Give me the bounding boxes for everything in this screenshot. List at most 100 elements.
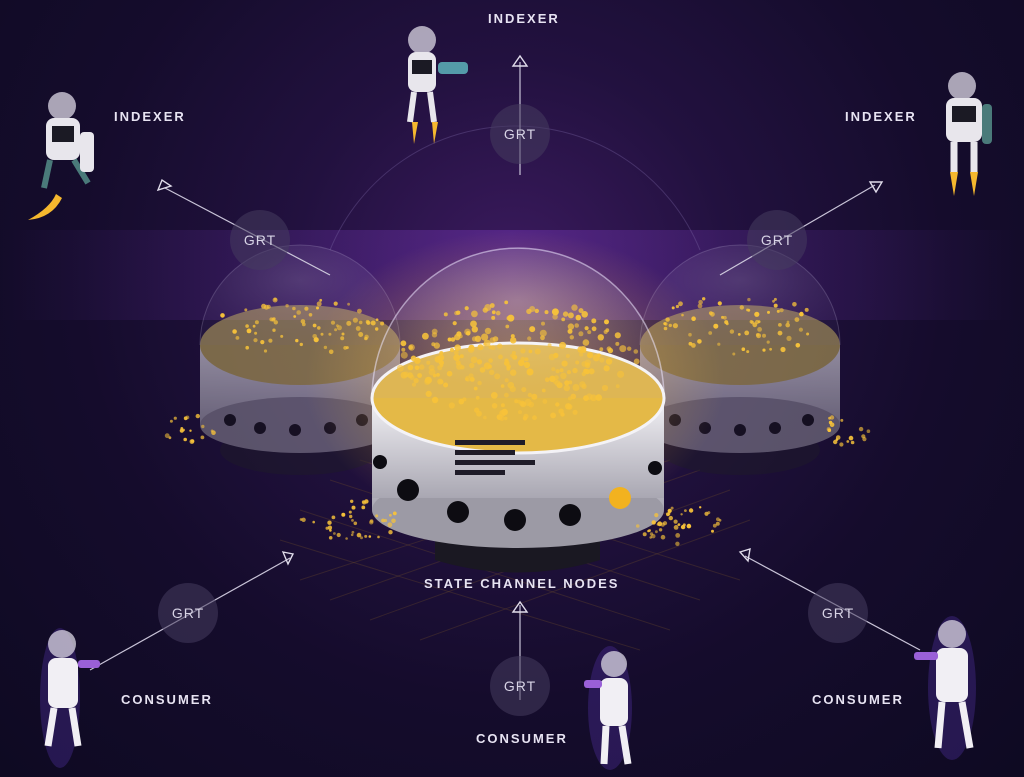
gold-particle — [352, 317, 358, 323]
gold-particle — [450, 337, 456, 342]
gold-particle — [786, 320, 790, 324]
gold-particle — [189, 429, 192, 432]
gold-particle — [660, 534, 666, 540]
gold-particle — [449, 347, 455, 353]
consumer-label-left: CONSUMER — [121, 692, 213, 707]
gold-particle — [460, 365, 465, 370]
gold-particle — [614, 332, 621, 339]
gold-particle — [295, 338, 299, 343]
gold-particle — [534, 308, 539, 314]
gold-particle — [555, 369, 560, 374]
gold-particle — [599, 357, 605, 363]
gold-particle — [678, 301, 683, 307]
gold-particle — [235, 336, 240, 340]
grt-token-left: GRT — [230, 210, 290, 270]
gold-particle — [601, 384, 609, 392]
gold-particle — [582, 339, 590, 346]
gold-particle — [387, 522, 393, 528]
gold-particle — [437, 365, 443, 371]
gold-particle — [559, 341, 567, 349]
gold-particle — [567, 328, 573, 334]
gold-particle — [603, 329, 608, 334]
gold-particle — [717, 301, 722, 306]
gold-particle — [479, 367, 486, 373]
gold-particle — [408, 345, 414, 350]
gold-particle — [280, 334, 284, 338]
gold-particle — [605, 358, 613, 365]
gold-particle — [668, 515, 673, 521]
gold-particle — [183, 437, 187, 442]
gold-particle — [369, 519, 374, 523]
gold-particle — [439, 351, 444, 356]
panel-bars — [455, 440, 535, 475]
gold-particle — [504, 300, 509, 305]
gold-particle — [468, 344, 475, 351]
gold-particle — [776, 309, 780, 313]
gold-particle — [729, 329, 735, 334]
gold-particle — [470, 356, 478, 364]
gold-particle — [552, 314, 558, 320]
grt-token-bottom-left: GRT — [158, 583, 218, 643]
gold-particle — [316, 301, 322, 307]
gold-particle — [554, 380, 561, 387]
gold-particle — [380, 321, 385, 326]
indexer-label-left: INDEXER — [114, 109, 186, 124]
gold-particle — [766, 340, 770, 344]
gold-particle — [469, 377, 475, 382]
gold-particle — [349, 514, 353, 519]
gold-particle — [168, 436, 172, 440]
gold-particle — [304, 306, 309, 311]
gold-particle — [550, 412, 556, 419]
gold-particle — [437, 354, 445, 361]
gold-particle — [697, 339, 702, 344]
gold-particle — [648, 529, 651, 532]
gold-particle — [551, 308, 559, 316]
gold-particle — [510, 369, 517, 376]
gold-particle — [567, 312, 574, 319]
gold-particle — [664, 322, 668, 326]
gold-particle — [702, 297, 706, 301]
gold-particle — [413, 378, 419, 384]
gold-particle — [561, 360, 568, 367]
gold-particle — [488, 345, 493, 350]
gold-particle — [691, 316, 696, 322]
gold-particle — [699, 506, 702, 509]
gold-particle — [756, 333, 762, 339]
gold-particle — [713, 323, 719, 329]
gold-particle — [422, 332, 429, 340]
gold-particle — [769, 347, 772, 351]
gold-particle — [407, 364, 414, 371]
gold-particle — [299, 342, 303, 347]
gold-particle — [285, 304, 289, 308]
gold-particle — [459, 354, 464, 359]
gold-particle — [201, 424, 205, 429]
gold-particle — [477, 380, 482, 386]
gold-particle — [353, 521, 358, 526]
indexer-label-right: INDEXER — [845, 109, 917, 124]
gold-particle — [347, 302, 350, 306]
gold-particle — [465, 375, 471, 382]
gold-particle — [717, 342, 721, 346]
gold-particle — [746, 308, 749, 312]
gold-particle — [651, 534, 656, 539]
gold-particle — [361, 505, 366, 510]
gold-particle — [684, 509, 687, 512]
gold-particle — [604, 319, 609, 325]
gold-particle — [299, 518, 303, 521]
gold-particle — [333, 301, 338, 306]
gold-particle — [432, 373, 437, 378]
gold-particle — [656, 523, 660, 526]
grt-label: GRT — [503, 126, 537, 142]
gold-particle — [792, 302, 797, 307]
gold-particle — [747, 297, 751, 302]
gold-particle — [320, 332, 324, 336]
gold-particle — [746, 350, 750, 354]
gold-particle — [572, 367, 578, 374]
gold-particle — [635, 524, 640, 528]
indexer-astronaut-left — [28, 92, 94, 220]
gold-particle — [671, 306, 675, 310]
gold-particle — [425, 390, 432, 397]
gold-particle — [561, 317, 566, 322]
gold-particle — [400, 340, 407, 347]
gold-particle — [547, 343, 552, 348]
